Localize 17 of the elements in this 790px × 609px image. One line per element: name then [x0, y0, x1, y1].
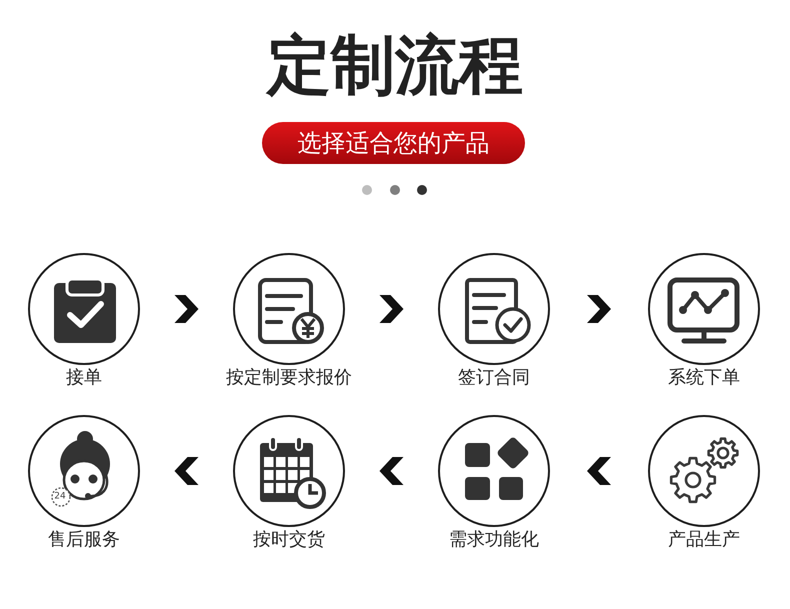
- chevron-arrow: [587, 295, 611, 323]
- chevron-arrow: [380, 457, 404, 485]
- step-label: 按定制要求报价: [226, 367, 352, 389]
- step-label: 签订合同: [458, 367, 530, 389]
- step-label: 售后服务: [48, 529, 120, 551]
- step-label: 接单: [66, 367, 102, 389]
- badge-number: 24: [54, 492, 66, 502]
- step-label: 需求功能化: [449, 529, 539, 551]
- step-label: 系统下单: [668, 367, 740, 389]
- chevron-arrow: [174, 295, 198, 323]
- title: 定制流程: [264, 30, 524, 102]
- step-label: 按时交货: [253, 529, 325, 551]
- chevron-arrow: [174, 457, 198, 485]
- chevron-arrow: [587, 457, 611, 485]
- chevron-arrow: [380, 295, 404, 323]
- step-label: 产品生产: [668, 529, 740, 551]
- subtitle-banner: 选择适合您的产品: [262, 122, 525, 164]
